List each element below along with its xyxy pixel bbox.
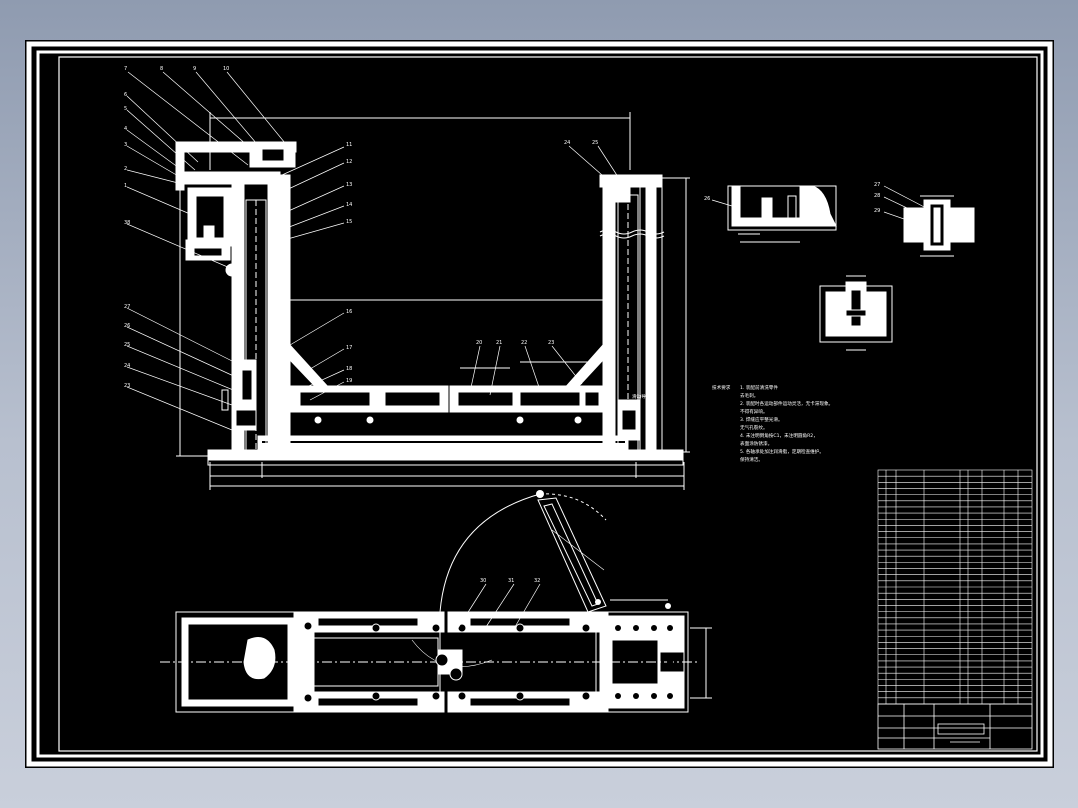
label-24: 24 <box>124 363 130 369</box>
technical-notes: 技术要求 1. 装配前清洗零件 去毛刺。 2. 装配时各运动部件运动灵活，无卡滞… <box>712 384 833 463</box>
label-3: 3 <box>124 142 127 148</box>
label-9: 9 <box>193 66 196 72</box>
label-24-right: 24 <box>564 140 570 146</box>
label-29-detail: 29 <box>874 208 880 214</box>
note-line-6: 无气孔裂纹。 <box>740 424 768 431</box>
label-16: 16 <box>346 309 352 315</box>
label-27-detail: 27 <box>874 182 880 188</box>
label-12: 12 <box>346 159 352 165</box>
label-17: 17 <box>346 345 352 351</box>
note-line-9: 5. 各轴承处加注润滑脂，定期检查维护。 <box>740 448 824 455</box>
label-31-plan: 31 <box>508 578 514 584</box>
label-32-plan: 32 <box>534 578 540 584</box>
label-15: 15 <box>346 219 352 225</box>
label-14: 14 <box>346 202 352 208</box>
label-rod-21: 21 <box>496 340 502 346</box>
label-18: 18 <box>346 366 352 372</box>
notes-heading: 技术要求 <box>712 384 731 391</box>
label-6: 6 <box>124 92 127 98</box>
plan-view-holes <box>300 490 673 706</box>
frame-drawing-border <box>58 56 1038 752</box>
detail-view-b <box>903 195 975 257</box>
note-line-8: 表面涂防锈漆。 <box>740 440 772 447</box>
note-line-3: 2. 装配时各运动部件运动灵活，无卡滞现象。 <box>740 400 833 407</box>
label-11: 11 <box>346 142 352 148</box>
front-view <box>175 112 690 490</box>
frame-outer <box>26 41 1053 767</box>
detail-view-c <box>819 275 893 351</box>
bill-of-materials <box>877 469 1033 705</box>
label-19: 19 <box>346 378 352 384</box>
note-line-5: 3. 焊缝应平整光滑。 <box>740 416 783 423</box>
part-numbers: 7 8 9 10 6 5 4 3 2 1 38 11 12 13 14 15 1… <box>124 66 651 400</box>
label-10: 10 <box>223 66 229 72</box>
note-line-1: 1. 装配前清洗零件 <box>740 384 778 391</box>
label-38: 38 <box>124 220 130 226</box>
label-rod-23: 23 <box>548 340 554 346</box>
label-rod-22: 22 <box>521 340 527 346</box>
label-8: 8 <box>160 66 163 72</box>
label-30-plan: 30 <box>480 578 486 584</box>
detail-view-a <box>727 185 837 243</box>
leader-lines <box>126 71 621 431</box>
note-line-2: 去毛刺。 <box>740 392 758 399</box>
plan-view <box>160 493 712 713</box>
label-26-detail: 26 <box>704 196 710 202</box>
label-2: 2 <box>124 166 127 172</box>
note-line-7: 4. 未注明倒角按C1，未注明圆角R2， <box>740 432 818 439</box>
label-13: 13 <box>346 182 352 188</box>
frame-inner <box>36 50 1044 758</box>
label-1: 1 <box>124 183 127 189</box>
label-27: 27 <box>124 304 130 310</box>
label-7: 7 <box>124 66 127 72</box>
label-5: 5 <box>124 106 127 112</box>
label-25-right: 25 <box>592 140 598 146</box>
label-28-detail: 28 <box>874 193 880 199</box>
rail-tag: 滑动导轨 <box>632 393 651 400</box>
label-23: 23 <box>124 383 130 389</box>
label-4: 4 <box>124 126 127 132</box>
note-line-4: 不得有异响。 <box>740 408 768 415</box>
note-line-10: 保持清洁。 <box>740 456 763 463</box>
label-26: 26 <box>124 323 130 329</box>
title-block <box>877 703 1033 750</box>
label-25: 25 <box>124 342 130 348</box>
label-rod-20: 20 <box>476 340 482 346</box>
